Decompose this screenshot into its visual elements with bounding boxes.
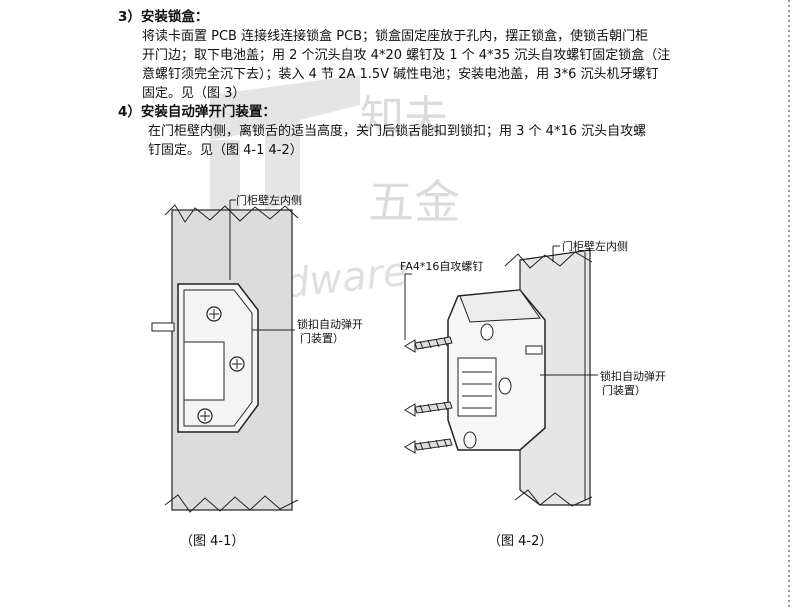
figure2-device-label: 锁扣自动弹开 [600,369,666,383]
section3-line: 固定。见（图 3） [142,86,246,101]
screw-icon [206,306,222,322]
figure1-device-label: 门装置） [300,331,344,345]
section3-line: 意螺钉须完全沉下去）；装入 4 节 2A 1.5V 碱性电池；安装电池盖，用 3… [142,67,659,82]
section4-heading: 4）安装自动弹开门装置： [118,104,276,120]
screw-icon [229,356,245,372]
figure1-wall-label: 门柜壁左内侧 [236,193,302,207]
screw-icon [404,438,453,454]
screw-icon [197,408,213,424]
screw-icon [404,401,453,417]
section3-heading: 3）安装锁盒： [118,9,209,25]
page-edge-divider [788,0,790,609]
section4-line: 在门柜壁内侧，离锁舌的适当高度，关门后锁舌能扣到锁扣；用 3 个 4*16 沉头… [148,124,647,139]
instruction-text: 3）安装锁盒： 将读卡面置 PCB 连接线连接锁盒 PCB；锁盒固定座放于孔内，… [118,8,678,160]
section3-line: 开门边；取下电池盖；用 2 个沉头自攻 4*20 螺钉及 1 个 4*35 沉头… [142,48,671,63]
figure1-caption: （图 4-1） [180,534,245,549]
figure2-device-label: 门装置） [602,383,646,397]
figure2-wall-label: 门柜壁左内侧 [562,239,628,253]
section4-line: 钉固定。见（图 4-1 4-2） [148,143,303,158]
figure1-device-label: 锁扣自动弹开 [297,317,363,331]
figure2-caption: （图 4-2） [488,534,553,549]
screw-icon [404,336,453,353]
section3-line: 将读卡面置 PCB 连接线连接锁盒 PCB；锁盒固定座放于孔内，摆正锁盒，使锁舌… [142,29,649,44]
figure2-screw-label: FA4*16自攻螺钉 [400,259,483,273]
